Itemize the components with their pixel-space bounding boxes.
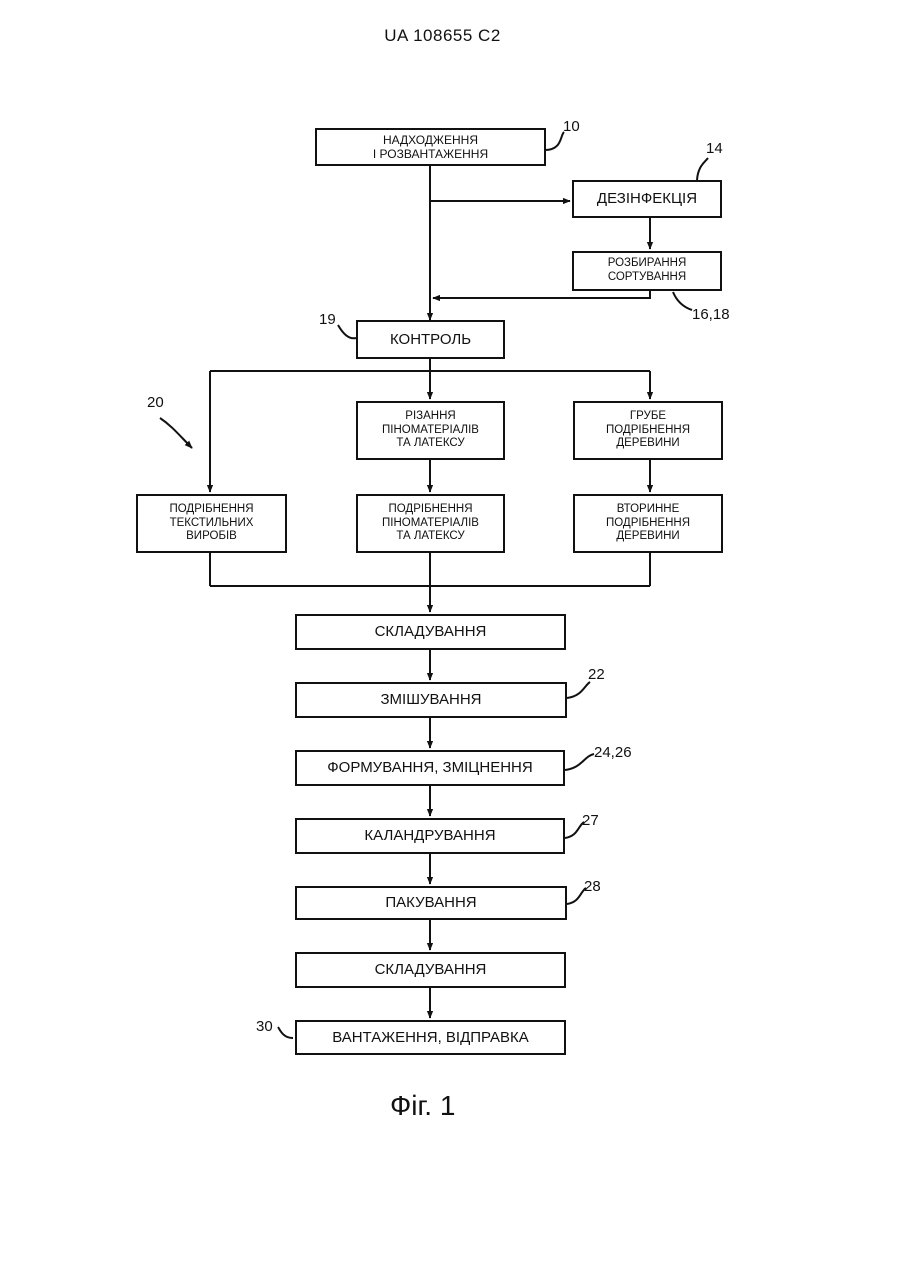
textile-shredding-box: ПОДРІБНЕННЯ ТЕКСТИЛЬНИХ ВИРОБІВ <box>136 494 287 553</box>
wood-secondary-box: ВТОРИННЕ ПОДРІБНЕННЯ ДЕРЕВИНИ <box>573 494 723 553</box>
storage-1-box: СКЛАДУВАННЯ <box>295 614 566 650</box>
leader-22 <box>567 682 590 698</box>
mixing-box: ЗМІШУВАННЯ <box>295 682 567 718</box>
ref-27: 27 <box>582 812 599 829</box>
leader-19 <box>338 325 356 338</box>
wood-coarse-box: ГРУБЕ ПОДРІБНЕННЯ ДЕРЕВИНИ <box>573 401 723 460</box>
ref-22: 22 <box>588 666 605 683</box>
leader-20 <box>160 418 192 448</box>
foam-shredding-box: ПОДРІБНЕННЯ ПІНОМАТЕРІАЛІВ ТА ЛАТЕКСУ <box>356 494 505 553</box>
ref-16-18: 16,18 <box>692 306 730 323</box>
receiving-box: НАДХОДЖЕННЯ І РОЗВАНТАЖЕННЯ <box>315 128 546 166</box>
leader-14 <box>697 158 708 180</box>
ref-19: 19 <box>319 311 336 328</box>
foam-cutting-box: РІЗАННЯ ПІНОМАТЕРІАЛІВ ТА ЛАТЕКСУ <box>356 401 505 460</box>
leader-10 <box>545 132 564 150</box>
figure-caption: Фіг. 1 <box>390 1090 455 1122</box>
shipping-box: ВАНТАЖЕННЯ, ВІДПРАВКА <box>295 1020 566 1055</box>
ref-30: 30 <box>256 1018 273 1035</box>
calendering-box: КАЛАНДРУВАННЯ <box>295 818 565 854</box>
ref-10: 10 <box>563 118 580 135</box>
sorting-box: РОЗБИРАННЯ СОРТУВАННЯ <box>572 251 722 291</box>
leader-30 <box>278 1027 293 1038</box>
leader-16-18 <box>673 292 692 310</box>
sorting-return-line <box>433 291 650 298</box>
ref-14: 14 <box>706 140 723 157</box>
ref-20: 20 <box>147 394 164 411</box>
leader-24-26 <box>565 754 594 770</box>
ref-28: 28 <box>584 878 601 895</box>
ref-24-26: 24,26 <box>594 744 632 761</box>
packing-box: ПАКУВАННЯ <box>295 886 567 920</box>
storage-2-box: СКЛАДУВАННЯ <box>295 952 566 988</box>
control-box: КОНТРОЛЬ <box>356 320 505 359</box>
forming-box: ФОРМУВАННЯ, ЗМІЦНЕННЯ <box>295 750 565 786</box>
disinfection-box: ДЕЗІНФЕКЦІЯ <box>572 180 722 218</box>
